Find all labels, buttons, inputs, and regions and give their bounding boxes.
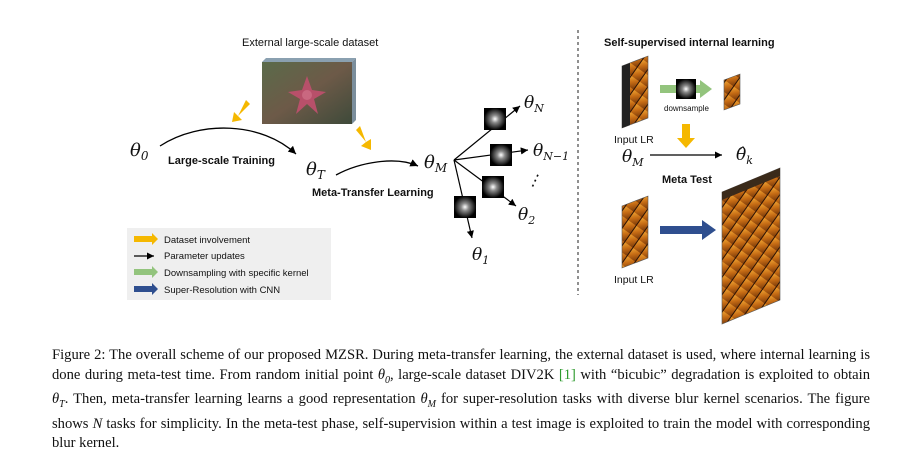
theta-2-label: θ2	[518, 205, 535, 227]
dataset-involvement-arrow-left	[232, 100, 250, 122]
caption-n: N	[92, 415, 103, 432]
legend-green-arrow	[134, 266, 158, 278]
caption-citation-link[interactable]: [1]	[558, 366, 576, 383]
input-lr-top-label: Input LR	[614, 134, 654, 146]
caption-theta-m: θM	[420, 391, 437, 410]
dataset-image-stack	[262, 58, 356, 124]
legend-label-parameter: Parameter updates	[164, 251, 245, 262]
meta-transfer-arrow	[335, 159, 419, 176]
caption-theta-t: θT	[52, 391, 65, 410]
blur-kernel-2	[482, 176, 504, 198]
right-panel-title: Self-supervised internal learning	[604, 37, 775, 49]
caption-theta-0: θ0	[377, 366, 390, 386]
legend-label-super-resolution: Super-Resolution with CNN	[164, 285, 280, 296]
legend-box	[127, 228, 331, 300]
theta-0-label: θ0	[130, 140, 149, 163]
theta-m-label: θM	[424, 152, 448, 175]
figure-caption: Figure 2: The overall scheme of our prop…	[52, 347, 871, 452]
large-scale-training-label: Large-scale Training	[168, 155, 275, 167]
theta-1-label: θ1	[472, 245, 489, 267]
meta-transfer-learning-label: Meta-Transfer Learning	[312, 187, 434, 199]
legend-label-dataset: Dataset involvement	[164, 235, 250, 246]
legend: Dataset involvement Parameter updates Do…	[127, 228, 331, 300]
input-lr-bottom-image	[621, 195, 649, 269]
blur-kernel-n-1	[490, 144, 512, 166]
blur-kernel-1	[454, 196, 476, 218]
theta-n-label: θN	[524, 93, 544, 115]
large-scale-training-arrow	[159, 127, 297, 155]
dataset-involvement-arrow-right	[356, 126, 371, 150]
dataset-title: External large-scale dataset	[242, 37, 378, 49]
downsampled-image	[723, 73, 741, 111]
theta-t-label: θT	[306, 159, 326, 182]
input-lr-top-image	[621, 55, 649, 129]
legend-yellow-arrow	[134, 233, 158, 245]
super-resolution-arrow	[660, 220, 716, 240]
downsample-label: downsample	[664, 104, 709, 113]
theta-n-minus-1-label: θN−1	[533, 141, 569, 163]
theta-k-hat-label: θ̂k	[736, 145, 753, 167]
input-lr-bottom-label: Input LR	[614, 274, 654, 286]
ellipsis-dots: ⋮	[524, 170, 546, 192]
right-theta-m-label: θM	[622, 147, 644, 169]
meta-test-label: Meta Test	[662, 174, 712, 186]
blur-kernel-n	[484, 108, 506, 130]
legend-label-downsampling: Downsampling with specific kernel	[164, 268, 309, 279]
scheme-figure: External large-scale dataset θ0 Large-sc…	[127, 30, 781, 325]
super-resolved-output-image	[721, 167, 781, 325]
legend-blue-arrow	[134, 283, 158, 295]
meta-test-yellow-arrow	[677, 124, 695, 148]
